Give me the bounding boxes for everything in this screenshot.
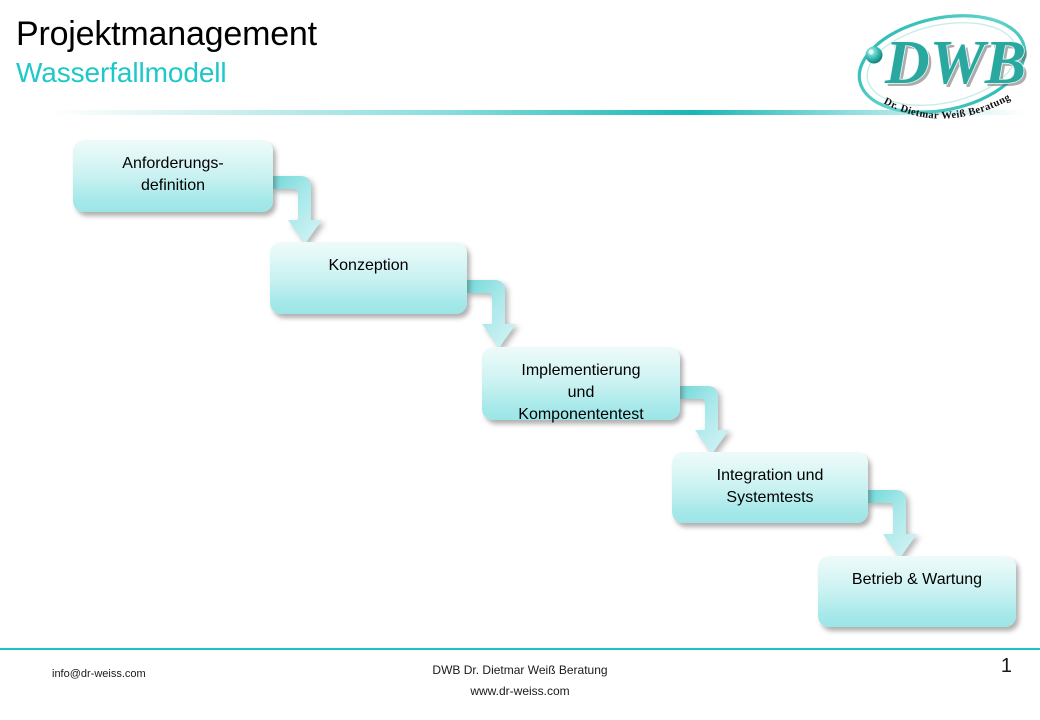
page-subtitle: Wasserfallmodell xyxy=(16,57,227,88)
header-divider xyxy=(50,110,1025,115)
phase-box-betrieb-wartung[interactable]: Betrieb & Wartung xyxy=(818,556,1016,627)
phase-label: Anforderungs- definition xyxy=(122,155,224,194)
connector-arrow-2 xyxy=(465,280,517,352)
connector-arrow-3 xyxy=(678,386,730,458)
footer-company: DWB Dr. Dietmar Weiß Beratung xyxy=(432,663,608,677)
page-number: 1 xyxy=(1000,655,1012,677)
phase-label: Konzeption xyxy=(328,257,409,274)
footer-company-block: DWB Dr. Dietmar Weiß Beratung www.dr-wei… xyxy=(0,660,1040,702)
svg-text:DWB: DWB xyxy=(884,29,1026,97)
phase-box-implementierung[interactable]: Implementierung und Komponententest xyxy=(482,347,680,423)
dwb-logo: DWB DWB Dr. Dietmar Weiß Beratung xyxy=(848,8,1036,136)
footer-email[interactable]: info@dr-weiss.com xyxy=(52,668,146,680)
title-block: Projektmanagement Wasserfallmodell xyxy=(16,14,716,90)
svg-text:DWB: DWB xyxy=(887,32,1029,100)
phase-label: Implementierung und Komponententest xyxy=(518,362,644,423)
page-title: Projektmanagement xyxy=(16,15,317,53)
connector-arrow-4 xyxy=(866,490,918,562)
footer-website[interactable]: www.dr-weiss.com xyxy=(470,684,570,698)
footer-divider xyxy=(0,648,1040,650)
phase-label: Betrieb & Wartung xyxy=(851,571,983,588)
phase-label: Integration und Systemtests xyxy=(716,467,824,506)
phase-box-integration[interactable]: Integration und Systemtests xyxy=(672,452,868,523)
connector-arrow-1 xyxy=(271,176,323,248)
phase-box-anforderungsdefinition[interactable]: Anforderungs- definition xyxy=(73,140,273,212)
phase-box-konzeption[interactable]: Konzeption xyxy=(270,242,467,314)
